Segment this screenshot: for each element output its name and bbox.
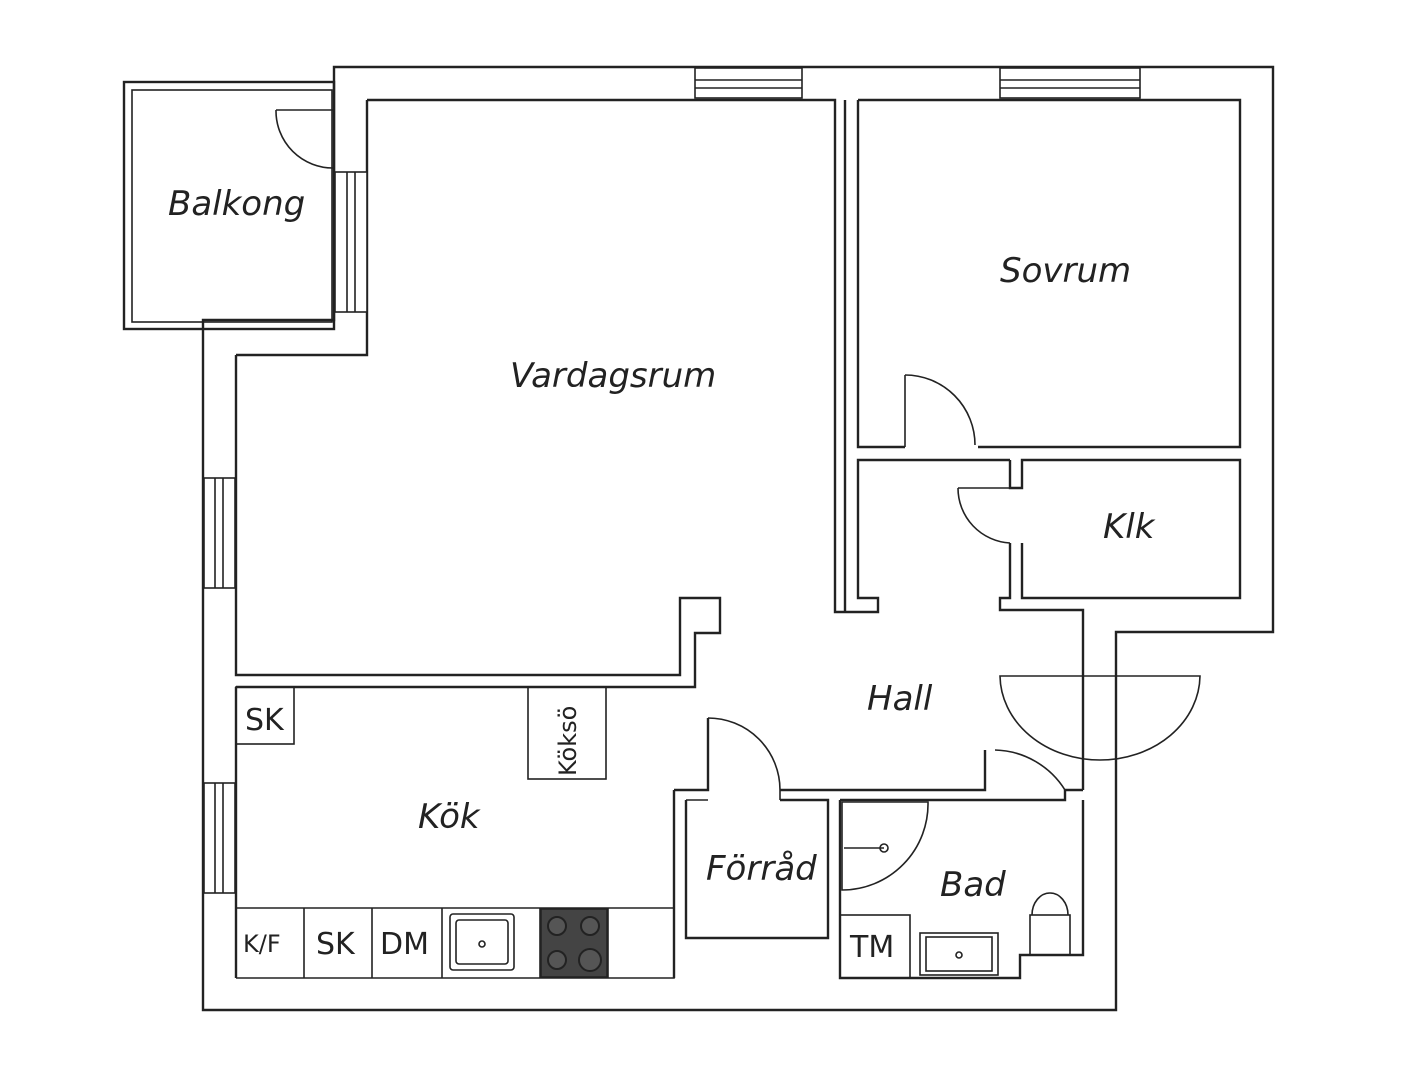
- forrad-walls: [672, 717, 830, 978]
- bathroom-walls: [780, 749, 1085, 980]
- room-label-kok: Kök: [418, 797, 481, 837]
- room-label-sovrum: Sovrum: [1000, 251, 1131, 291]
- balcony: [122, 80, 336, 331]
- entrance-door: [999, 675, 1201, 761]
- bedroom-walls: [856, 98, 1242, 449]
- windows: [203, 67, 1141, 894]
- room-label-forrad: Förråd: [706, 849, 817, 889]
- outer-wall: [201, 65, 1275, 1012]
- fixture-label-sk-counter: SK: [316, 927, 356, 962]
- fixture-label-dm: DM: [380, 927, 429, 962]
- room-label-hall: Hall: [867, 679, 933, 719]
- room-label-bad: Bad: [940, 865, 1006, 905]
- fixture-label-kf: K/F: [243, 930, 281, 958]
- fixture-label-sk-corner: SK: [245, 703, 285, 738]
- fixture-label-tm: TM: [849, 930, 894, 965]
- room-label-balkong: Balkong: [168, 184, 305, 224]
- kitchen-walls: [234, 686, 675, 979]
- room-label-klk: Klk: [1103, 507, 1156, 547]
- klk-walls: [957, 458, 1242, 790]
- room-label-vardagsrum: Vardagsrum: [510, 356, 716, 396]
- fixture-label-koksö: Köksö: [554, 706, 582, 776]
